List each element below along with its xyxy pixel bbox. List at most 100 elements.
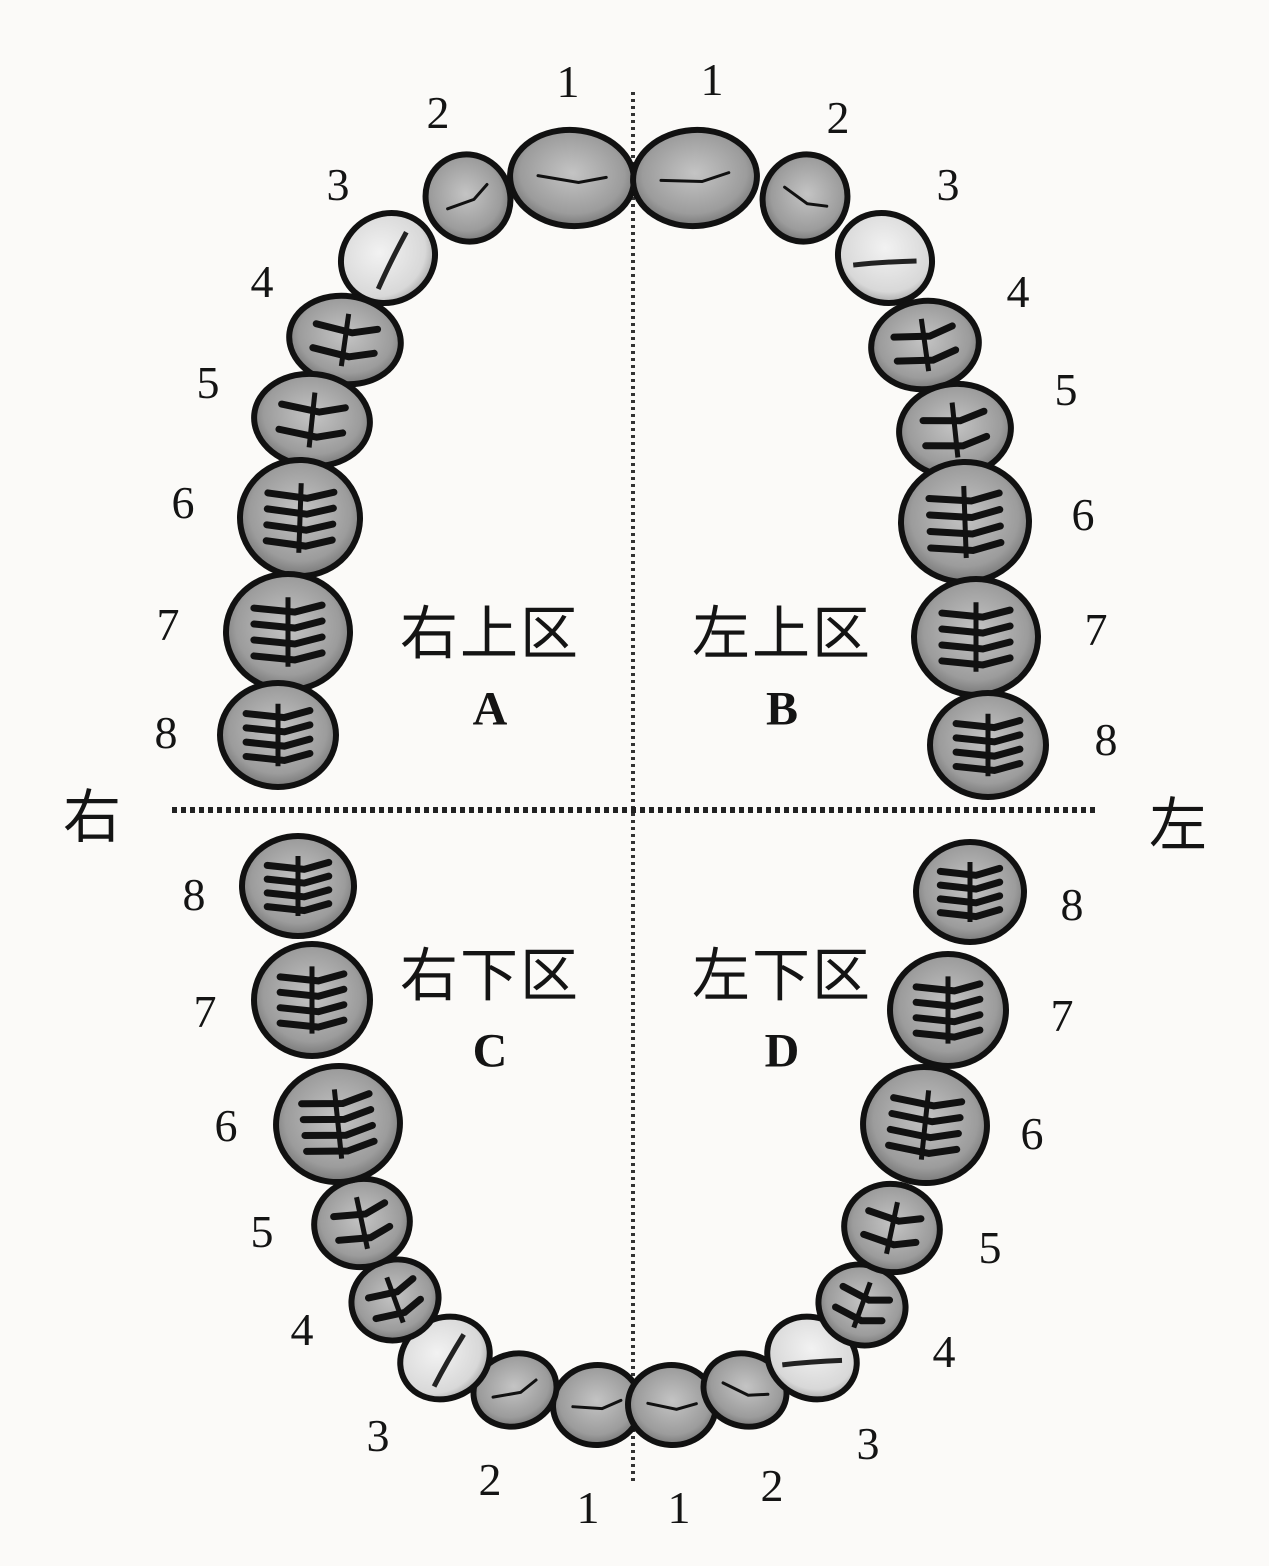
tooth-lr-2 [470, 1350, 560, 1430]
tooth-fissure [659, 171, 731, 184]
tooth-fissure [303, 1137, 378, 1155]
tooth-number-ul-3: 3 [936, 159, 960, 210]
tooth-fissure [936, 878, 1004, 893]
tooth-fissure [338, 313, 352, 367]
tooth-lr-5 [311, 1175, 413, 1271]
tooth-crown [337, 209, 439, 307]
tooth-ul-1 [630, 126, 760, 230]
quadrant-upper-right: 右上区 A [400, 600, 580, 737]
tooth-fissure [912, 1011, 984, 1026]
tooth-fissure [918, 318, 932, 372]
tooth-fissure [263, 900, 333, 915]
tooth-fissure [782, 1357, 843, 1368]
tooth-fissure [893, 346, 960, 365]
tooth-ul-2 [759, 151, 851, 245]
tooth-crown [700, 1350, 790, 1430]
tooth-fissure [263, 886, 333, 901]
tooth-number-ul-8: 8 [1094, 714, 1118, 765]
tooth-fissure [242, 735, 314, 750]
tooth-number-lr-2: 2 [478, 1454, 502, 1505]
tooth-number-ll-7: 7 [1050, 990, 1074, 1041]
tooth-number-ll-8: 8 [1060, 879, 1084, 930]
tooth-fissure [250, 633, 326, 648]
tooth-fissure [961, 485, 969, 559]
quadrant-name: 右上区 [399, 599, 581, 668]
tooth-fissure [335, 1222, 394, 1244]
tooth-number-ur-4: 4 [250, 256, 274, 307]
tooth-lr-6 [273, 1062, 403, 1186]
tooth-fissure [242, 749, 314, 764]
tooth-fissure [536, 174, 608, 184]
quadrant-name: 左上区 [691, 599, 873, 668]
tooth-fissure [571, 1398, 623, 1411]
left-side-label: 左 [1148, 791, 1208, 859]
tooth-fissure [938, 622, 1014, 637]
tooth-fissure [250, 649, 326, 664]
tooth-fissure [952, 745, 1024, 760]
tooth-fissure [922, 432, 991, 450]
tooth-ul-6 [898, 458, 1032, 586]
tooth-fissure [646, 1401, 698, 1411]
tooth-fissure [298, 1090, 373, 1108]
tooth-number-ur-6: 6 [171, 477, 195, 528]
tooth-lr-3 [397, 1313, 493, 1403]
quadrant-lower-right: 右下区 C [400, 942, 580, 1079]
tooth-fissure [890, 322, 956, 341]
tooth-fissure [299, 1106, 375, 1124]
tooth-number-ur-8: 8 [154, 707, 178, 758]
tooth-fissure [446, 183, 489, 211]
tooth-number-ul-4: 4 [1006, 266, 1030, 317]
tooth-ll-4 [815, 1261, 909, 1349]
tooth-fissure [384, 1276, 406, 1324]
tooth-number-lr-5: 5 [250, 1206, 274, 1257]
tooth-lr-4 [348, 1256, 442, 1344]
tooth-ul-3 [834, 209, 936, 307]
tooth-fissure [839, 1282, 894, 1304]
tooth-lr-8 [239, 833, 357, 939]
tooth-fissure [885, 1141, 961, 1158]
tooth-fissure [938, 654, 1014, 669]
tooth-fissure [275, 425, 347, 441]
tooth-fissure [936, 892, 1004, 907]
tooth-ur-6 [237, 456, 363, 580]
tooth-number-ur-3: 3 [326, 159, 350, 210]
tooth-number-ll-6: 6 [1020, 1108, 1044, 1159]
tooth-fissure [886, 1125, 962, 1142]
tooth-fissure [263, 520, 337, 534]
tooth-fissure [949, 402, 961, 458]
quadrant-name: 右下区 [399, 941, 581, 1010]
tooth-fissure [372, 1295, 424, 1323]
tooth-ur-5 [251, 370, 373, 470]
tooth-number-ur-7: 7 [156, 599, 180, 650]
tooth-number-ur-2: 2 [426, 87, 450, 138]
tooth-fissure [250, 601, 326, 616]
tooth-fissure [884, 1201, 900, 1255]
tooth-ul-8 [927, 690, 1049, 800]
tooth-ll-1 [625, 1361, 719, 1449]
quadrant-letter: B [765, 682, 799, 736]
tooth-fissure [331, 1089, 345, 1159]
tooth-fissure [852, 258, 917, 268]
tooth-number-ll-1: 1 [667, 1482, 691, 1533]
tooth-fissure [278, 400, 349, 416]
tooth-fissure [309, 344, 378, 361]
tooth-number-ur-1: 1 [556, 56, 580, 107]
tooth-crown [507, 126, 637, 230]
tooth-fissure [306, 392, 318, 448]
tooth-ur-1 [507, 126, 637, 230]
tooth-fissure [952, 731, 1024, 746]
tooth-crown [834, 209, 936, 307]
tooth-fissure [912, 980, 984, 995]
tooth-fissure [276, 1016, 348, 1031]
quadrant-lower-left: 左下区 D [692, 942, 872, 1079]
tooth-number-ll-3: 3 [856, 1418, 880, 1469]
tooth-number-ur-5: 5 [196, 357, 220, 408]
quadrant-letter: D [764, 1024, 800, 1078]
tooth-number-ul-1: 1 [700, 54, 724, 105]
tooth-lr-7 [251, 941, 373, 1059]
tooth-fissure [263, 504, 337, 518]
tooth-ur-4 [286, 292, 404, 388]
tooth-number-ul-2: 2 [826, 92, 850, 143]
